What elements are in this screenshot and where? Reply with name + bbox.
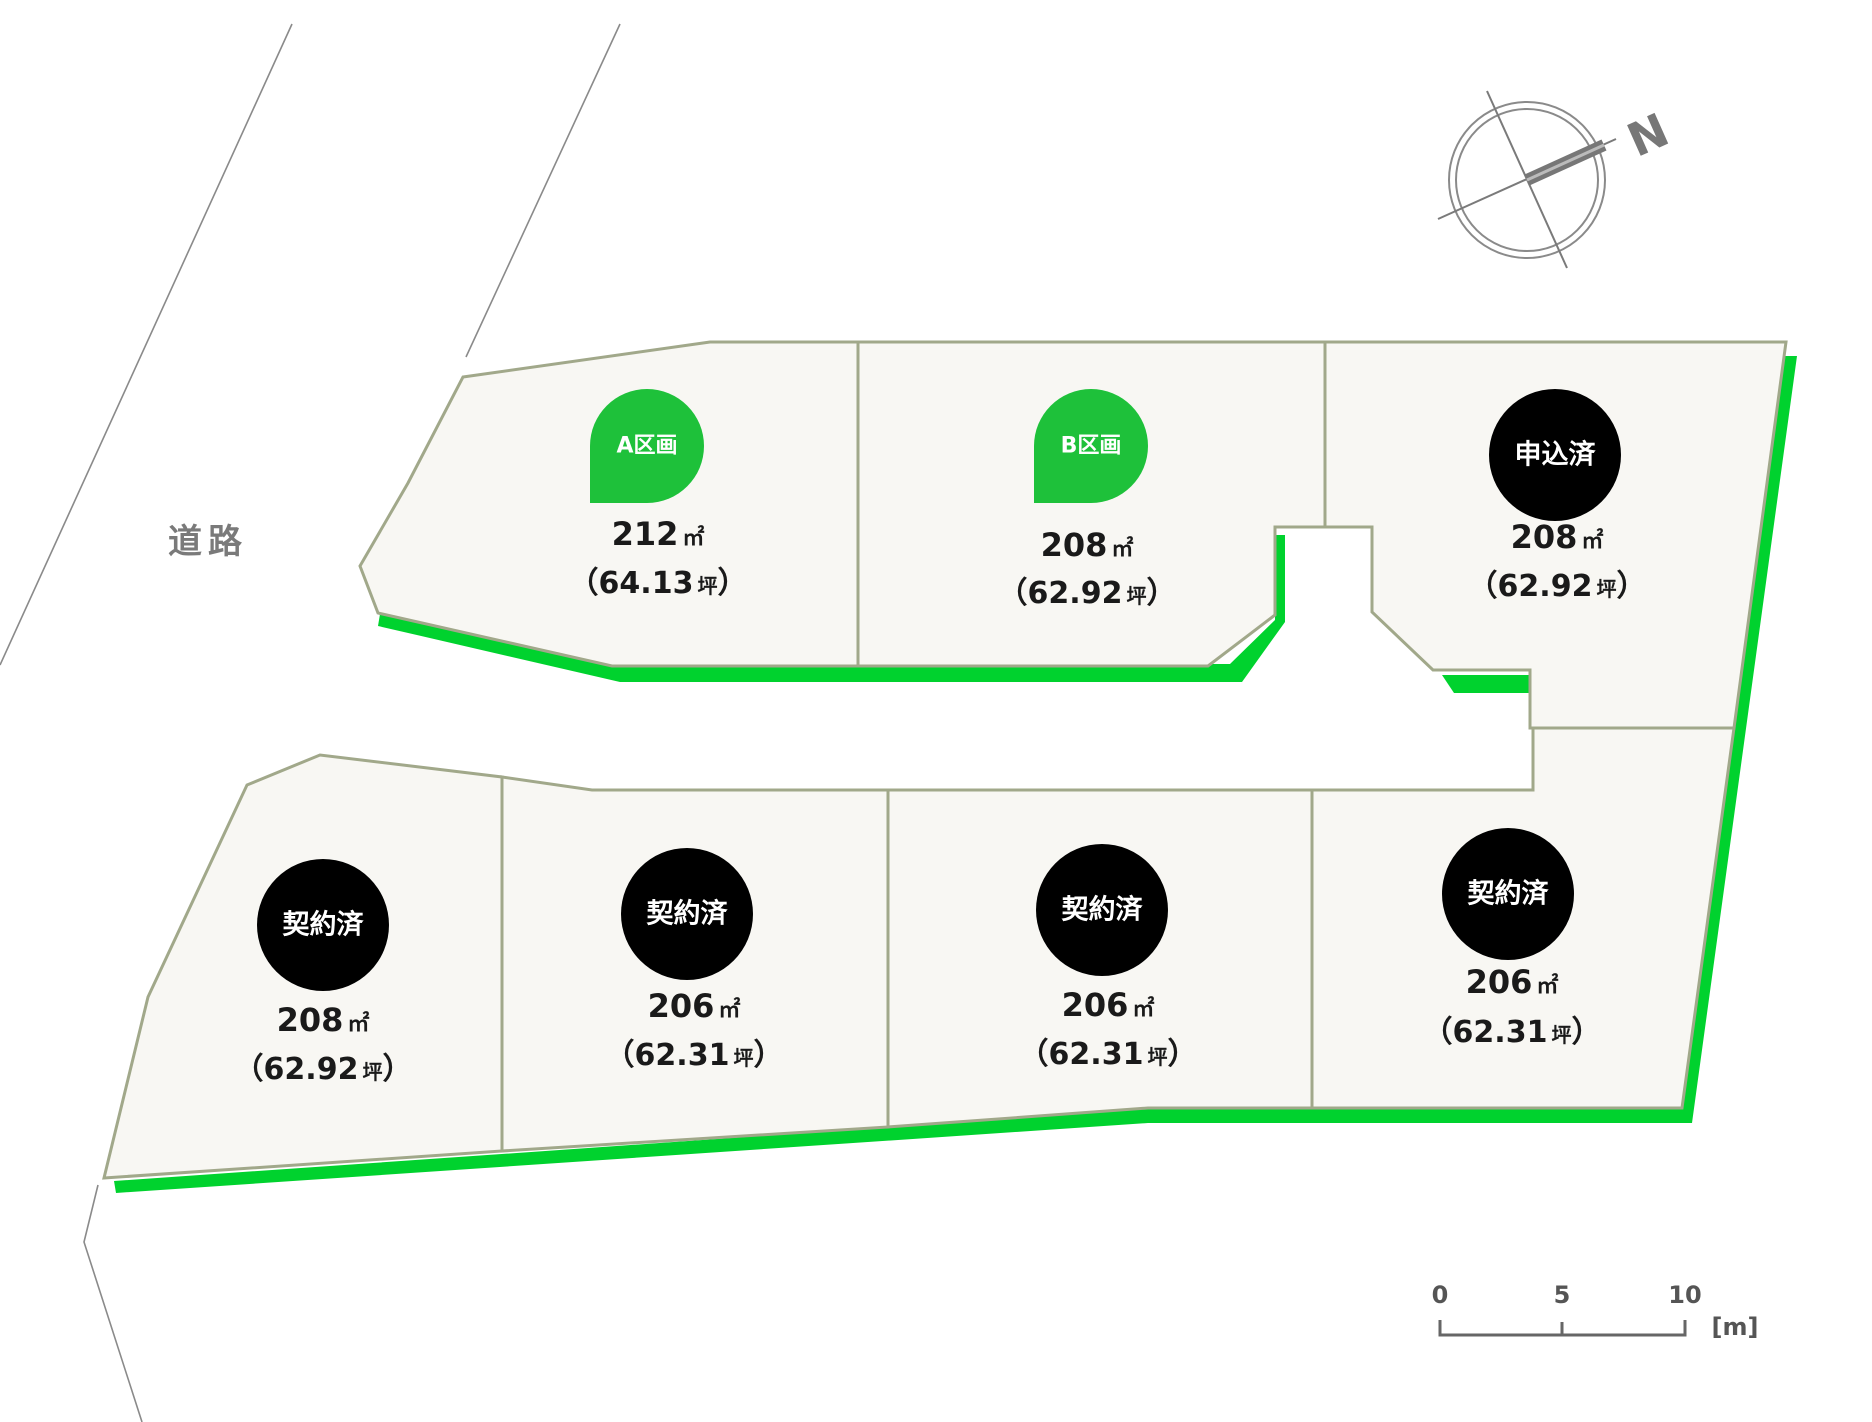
compass-north-label: N xyxy=(1619,103,1676,168)
road-edge-right xyxy=(465,23,621,358)
lot-f-badge[interactable]: 契約済 xyxy=(1036,844,1168,976)
lot-e-badge-label: 契約済 xyxy=(647,898,729,930)
lot-f-badge-shape[interactable] xyxy=(1036,844,1168,976)
scale-bar: 0 5 10 [m] xyxy=(1432,1281,1759,1341)
scale-tick-10: 10 xyxy=(1668,1281,1701,1309)
lot-a-badge-label: A区画 xyxy=(616,434,677,459)
lot-f-badge-label: 契約済 xyxy=(1062,894,1144,926)
lot-b-badge-shape[interactable] xyxy=(1034,389,1148,503)
lot-g-badge-shape[interactable] xyxy=(1442,828,1574,960)
scale-tick-5: 5 xyxy=(1554,1281,1571,1309)
lot-c-badge-label: 申込済 xyxy=(1515,439,1597,471)
lot-e-badge-shape[interactable] xyxy=(621,848,753,980)
north-compass-icon: N xyxy=(1437,90,1677,269)
lot-d-badge[interactable]: 契約済 xyxy=(257,859,389,991)
lot-c-badge[interactable]: 申込済 xyxy=(1489,389,1621,521)
lot-e-badge[interactable]: 契約済 xyxy=(621,848,753,980)
lot-g-badge[interactable]: 契約済 xyxy=(1442,828,1574,960)
lot-a-parcel[interactable] xyxy=(358,340,860,668)
lot-b-badge-label: B区画 xyxy=(1061,434,1122,459)
lot-d-badge-label: 契約済 xyxy=(283,909,365,941)
lot-g-badge-label: 契約済 xyxy=(1468,878,1550,910)
lot-polygons xyxy=(102,340,1788,1180)
lot-d-badge-shape[interactable] xyxy=(257,859,389,991)
road-label: 道路 xyxy=(168,522,248,562)
scale-tick-0: 0 xyxy=(1432,1281,1449,1309)
lot-a-badge[interactable]: A区画 xyxy=(590,389,704,503)
lot-c-parcel[interactable] xyxy=(1323,340,1788,730)
road-edge-bottom xyxy=(83,1184,143,1422)
lot-a-badge-shape[interactable] xyxy=(590,389,704,503)
lot-c-badge-shape[interactable] xyxy=(1489,389,1621,521)
lot-b-badge[interactable]: B区画 xyxy=(1034,389,1148,503)
scale-unit: [m] xyxy=(1712,1313,1759,1341)
road-edge-left xyxy=(0,23,293,666)
road-lines xyxy=(0,23,621,1422)
